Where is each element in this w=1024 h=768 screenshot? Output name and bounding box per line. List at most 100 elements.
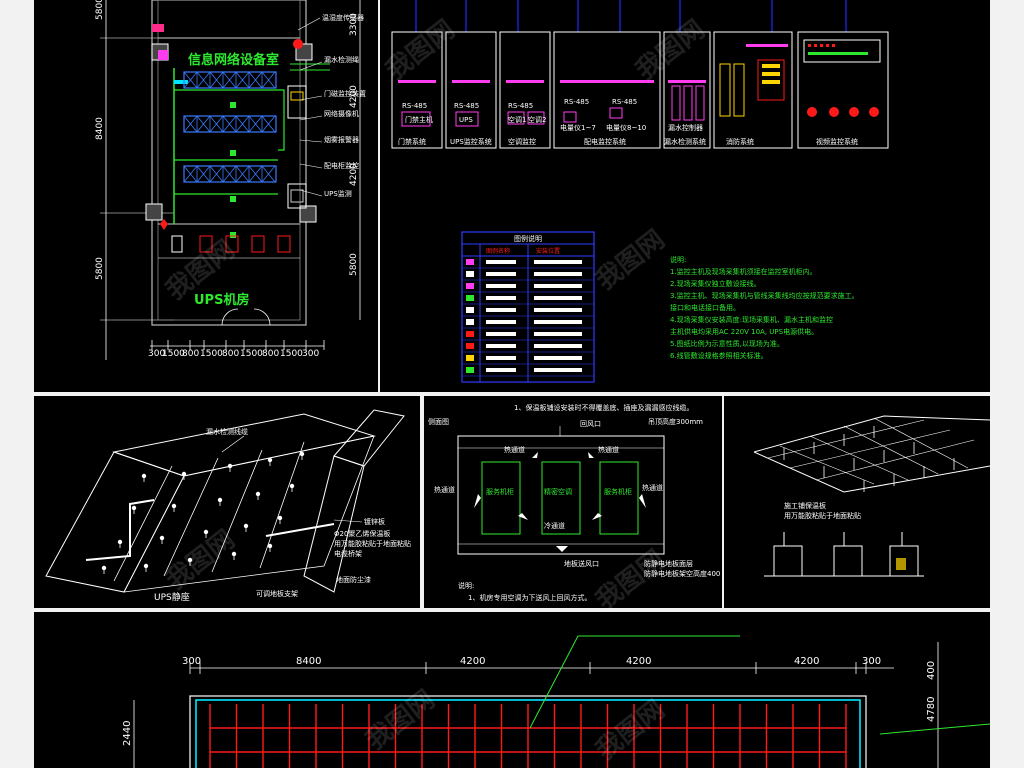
ins-sub-label-1: 用万能胶粘贴于地面粘贴 bbox=[334, 539, 411, 548]
airflow-drawing: 1、保温板铺设安装时不得覆盖底、插座及漏漏感应线缆。 侧面图 回风口 吊顶高度3… bbox=[428, 403, 720, 602]
ins-label-2: 镀锌板 bbox=[364, 517, 385, 526]
subsystem-label-4: 配电监控系统 bbox=[584, 137, 626, 146]
legend-title: 图例说明 bbox=[514, 234, 542, 243]
ins-label-5: 地面防尘漆 bbox=[336, 575, 371, 584]
dim-bottom-6: 1500 bbox=[240, 349, 263, 359]
box-label-1: 门禁主机 bbox=[405, 115, 433, 124]
subsystem-label-5: 漏水检测系统 bbox=[664, 137, 706, 146]
cabinet-label-1: 服务机柜 bbox=[486, 487, 514, 496]
ceiling-label-1: 施工铺保温板 bbox=[784, 501, 826, 510]
system-diagram-panel: RS-485 RS-485 RS-485 RS-485 RS-485 门禁主机 … bbox=[380, 0, 990, 392]
note-6: 主机供电均采用AC 220V 10A, UPS电源供电。 bbox=[670, 327, 818, 336]
hot-aisle-4: 热通道 bbox=[642, 483, 663, 492]
note-1: 1.监控主机及现场采集机须接在监控室机柜内。 bbox=[670, 267, 817, 276]
ins-label-4: 电缆桥架 bbox=[334, 549, 362, 558]
airflow-note-top: 1、保温板铺设安装时不得覆盖底、插座及漏漏感应线缆。 bbox=[514, 403, 693, 412]
bus-label-5: RS-485 bbox=[612, 98, 637, 106]
grid-dim-top-1: 300 bbox=[182, 656, 201, 667]
cabinet-label-3: 服务机柜 bbox=[604, 487, 632, 496]
dim-bottom-1: 300 bbox=[148, 349, 165, 359]
subsystem-label-7: 视频监控系统 bbox=[816, 137, 858, 146]
box-label-2: UPS bbox=[459, 116, 473, 124]
hot-aisle-1: 热通道 bbox=[504, 445, 525, 454]
legend-header-1: 图例名称 bbox=[486, 247, 510, 255]
callout-3: 门磁监控装置 bbox=[324, 89, 366, 98]
ins-label-7: UPS静座 bbox=[154, 591, 190, 603]
dim-right-3: 4200 bbox=[349, 163, 359, 186]
system-diagram-drawing: RS-485 RS-485 RS-485 RS-485 RS-485 门禁主机 … bbox=[391, 0, 889, 383]
hot-aisle-2: 热通道 bbox=[598, 445, 619, 454]
bus-label-1: RS-485 bbox=[402, 102, 427, 110]
grid-dim-right-2: 4780 bbox=[926, 697, 937, 722]
grid-dim-top-4: 4200 bbox=[626, 656, 651, 667]
floor-plan-panel: 5800 8400 5800 3300 4200 4200 5800 信息网络设… bbox=[34, 0, 378, 392]
dim-bottom-4: 1500 bbox=[200, 349, 223, 359]
floor-note-1: 防静电地板面层 bbox=[644, 559, 693, 568]
legend-table: 图例说明 图例名称 安装位置 bbox=[461, 231, 595, 383]
cabinet-label-2: 精密空调 bbox=[544, 487, 572, 496]
note-5: 4.现场采集仪安装高度:现场采集机、漏水主机和监控 bbox=[670, 315, 833, 324]
dim-bottom-7: 800 bbox=[262, 349, 279, 359]
insulation-detail-panel: 漏水检测线缆 镀锌板 Φ20聚乙烯保温板 用万能胶粘贴于地面粘贴 电缆桥架 地面… bbox=[34, 396, 420, 608]
dim-bottom-8: 1500 bbox=[280, 349, 303, 359]
subsystem-label-6: 消防系统 bbox=[726, 137, 754, 146]
callout-7: UPS监测 bbox=[324, 189, 352, 198]
box-label-7: 漏水控制器 bbox=[668, 123, 703, 132]
subsystem-label-2: UPS监控系统 bbox=[450, 137, 492, 146]
callout-5: 烟雾报警器 bbox=[324, 135, 359, 144]
dim-bottom-9: 300 bbox=[302, 349, 319, 359]
floor-grid-drawing: 300 8400 4200 4200 4200 300 2440 400 478… bbox=[122, 635, 990, 768]
ceiling-label-2: 用万能胶粘贴于地面粘贴 bbox=[784, 511, 861, 520]
dim-right-1: 3300 bbox=[349, 13, 359, 36]
note-4: 接口和电话接口备用。 bbox=[670, 303, 740, 312]
notes-title: 说明: bbox=[670, 255, 686, 264]
grid-dim-top-6: 300 bbox=[862, 656, 881, 667]
room-title: 信息网络设备室 bbox=[188, 52, 279, 68]
grid-dim-top-2: 8400 bbox=[296, 656, 321, 667]
airflow-panel: 1、保温板铺设安装时不得覆盖底、插座及漏漏感应线缆。 侧面图 回风口 吊顶高度3… bbox=[424, 396, 722, 608]
bus-label-3: RS-485 bbox=[508, 102, 533, 110]
hot-aisle-3: 热通道 bbox=[434, 485, 455, 494]
dim-bottom-3: 800 bbox=[182, 349, 199, 359]
note-8: 6.线管敷设规格参照相关标准。 bbox=[670, 351, 768, 360]
callout-4: 网络摄像机 bbox=[324, 109, 359, 118]
callout-6: 配电柜监控 bbox=[324, 161, 359, 170]
callout-1: 温湿度传感器 bbox=[322, 13, 364, 22]
note-2: 2.现场采集仪独立敷设接线。 bbox=[670, 279, 761, 288]
dim-right-2: 4200 bbox=[349, 85, 359, 108]
bus-label-2: RS-485 bbox=[454, 102, 479, 110]
dim-bottom-5: 800 bbox=[222, 349, 239, 359]
box-label-3: 空调1 bbox=[508, 115, 526, 124]
callout-2: 漏水检测绳 bbox=[324, 55, 359, 64]
grid-dim-top-3: 4200 bbox=[460, 656, 485, 667]
grid-dim-right-1: 400 bbox=[926, 661, 937, 680]
side-view-label: 侧面图 bbox=[428, 417, 449, 426]
cold-aisle-label: 冷通道 bbox=[544, 521, 565, 530]
note-3: 3.监控主机、现场采集机与管线采集线均应按规范要求施工。 bbox=[670, 291, 859, 300]
dim-left-3: 5800 bbox=[95, 257, 105, 280]
dim-left-2: 8400 bbox=[95, 117, 105, 140]
ins-label-6: 可调地板支架 bbox=[256, 589, 298, 598]
bus-label-4: RS-485 bbox=[564, 98, 589, 106]
grid-dim-top-5: 4200 bbox=[794, 656, 819, 667]
floor-grid-panel: 300 8400 4200 4200 4200 300 2440 400 478… bbox=[34, 612, 990, 768]
ceiling-detail-panel: 施工铺保温板 用万能胶粘贴于地面粘贴 bbox=[724, 396, 990, 608]
airflow-notes-title: 说明: bbox=[458, 581, 474, 590]
box-label-5: 电量仪1~7 bbox=[560, 123, 596, 132]
dim-bottom-2: 1500 bbox=[162, 349, 185, 359]
ceiling-detail-drawing: 施工铺保温板 用万能胶粘贴于地面粘贴 bbox=[753, 415, 990, 577]
subsystem-label-1: 门禁系统 bbox=[398, 137, 426, 146]
rack-rows bbox=[183, 71, 277, 183]
grid-dim-left: 2440 bbox=[122, 721, 133, 746]
box-label-4: 空调2 bbox=[528, 115, 546, 124]
insulation-detail-drawing: 漏水检测线缆 镀锌板 Φ20聚乙烯保温板 用万能胶粘贴于地面粘贴 电缆桥架 地面… bbox=[45, 409, 411, 603]
floor-vent-label: 地板送风口 bbox=[564, 559, 599, 568]
dim-left-1: 5800 bbox=[95, 0, 105, 20]
dim-right-4: 5800 bbox=[349, 253, 359, 276]
subsystem-label-3: 空调监控 bbox=[508, 137, 536, 146]
note-7: 5.图纸比例为示意性质,以现场为准。 bbox=[670, 339, 784, 348]
floor-note-2: 防静电地板架空高度400 bbox=[644, 569, 720, 578]
ups-room-label: UPS机房 bbox=[194, 292, 249, 308]
box-label-6: 电量仪8~10 bbox=[606, 123, 646, 132]
return-vent-label: 回风口 bbox=[580, 420, 601, 428]
